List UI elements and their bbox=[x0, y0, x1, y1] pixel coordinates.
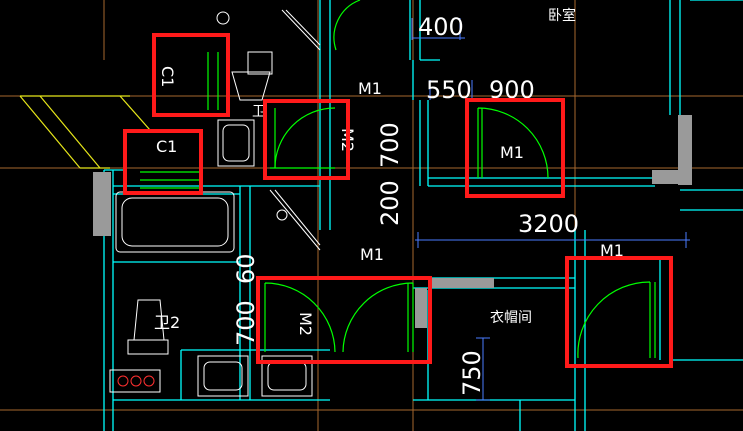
dim-750: 750 bbox=[458, 350, 486, 396]
dim-550: 550 bbox=[426, 76, 472, 104]
sink-right bbox=[261, 355, 313, 397]
stove bbox=[109, 369, 161, 393]
highlight-c1-lower bbox=[123, 129, 203, 195]
room-bathroom-1: 卫 bbox=[252, 104, 266, 120]
dimension-lines bbox=[411, 18, 690, 401]
highlight-m1-far-right bbox=[565, 256, 673, 368]
opening-tags: M1 M2 M1 M1 M2 M1 C1 C1 bbox=[156, 66, 624, 336]
highlight-m2-lower bbox=[256, 276, 432, 364]
fixtures bbox=[109, 9, 321, 397]
walls bbox=[103, 0, 743, 431]
sink-upper bbox=[217, 119, 255, 167]
door-tag-m1-mid: M1 bbox=[360, 245, 384, 264]
room-cloakroom: 衣帽间 bbox=[490, 310, 532, 326]
door-tag-m2-lower: M2 bbox=[296, 312, 315, 336]
window-tag-c1-lower: C1 bbox=[156, 137, 177, 156]
door-swings bbox=[140, 0, 656, 359]
bathtub-outer bbox=[115, 191, 235, 253]
highlight-c1-upper bbox=[152, 33, 230, 117]
bathtub-inner bbox=[121, 197, 229, 247]
dim-700-lower: 700 bbox=[232, 300, 260, 346]
wall-fills bbox=[93, 115, 692, 328]
room-labels: 卧室 卫 卫2 衣帽间 bbox=[154, 7, 576, 332]
toilet-upper bbox=[231, 71, 271, 101]
dim-3200: 3200 bbox=[518, 210, 579, 238]
door-tag-m1-box: M1 bbox=[500, 143, 524, 162]
yellow-outline bbox=[19, 95, 151, 169]
dim-400: 400 bbox=[418, 13, 464, 41]
door-tag-m1-top: M1 bbox=[358, 79, 382, 98]
dim-60: 60 bbox=[232, 253, 260, 284]
sink-left bbox=[197, 355, 249, 397]
highlight-m1-box bbox=[465, 98, 565, 198]
room-bedroom: 卧室 bbox=[548, 7, 576, 24]
door-tag-m1-far-right: M1 bbox=[600, 241, 624, 260]
window-tag-c1-upper: C1 bbox=[158, 66, 177, 87]
highlight-m2-upper bbox=[263, 99, 350, 180]
room-bathroom-2: 卫2 bbox=[154, 313, 180, 332]
dimension-labels: 400 550 900 700 200 3200 60 700 750 bbox=[232, 13, 579, 396]
dim-700-left: 700 bbox=[376, 122, 404, 168]
highlight-boxes bbox=[123, 33, 673, 368]
dim-200: 200 bbox=[376, 180, 404, 226]
